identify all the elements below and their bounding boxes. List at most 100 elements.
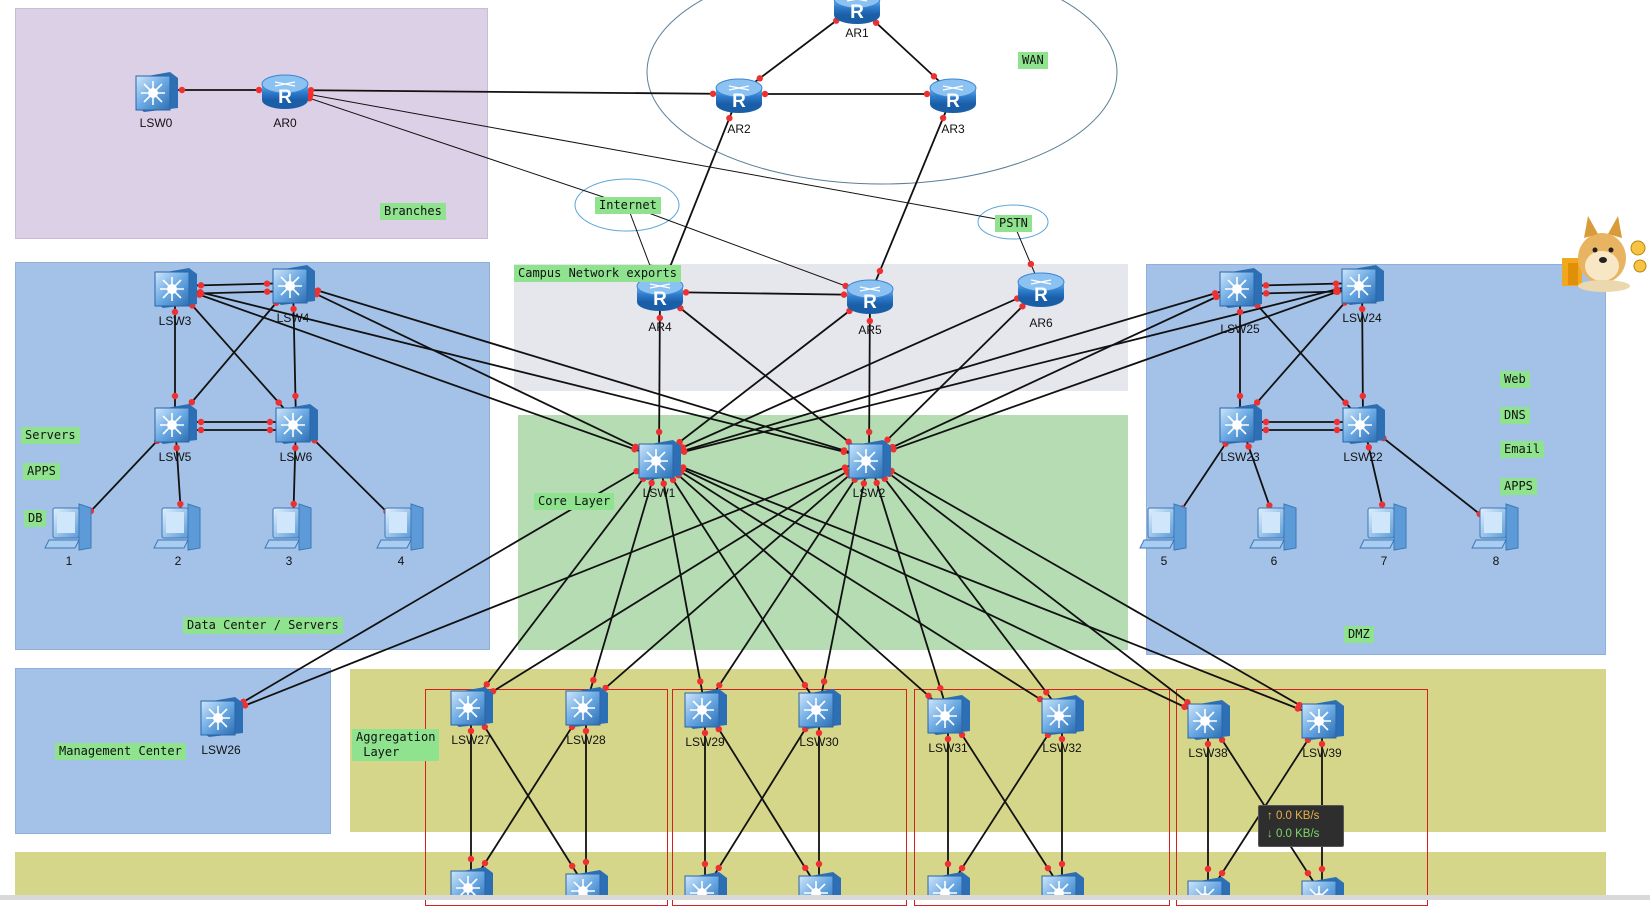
link-lsw2-lsw31[interactable] <box>868 457 949 714</box>
link-lsw24-lsw22[interactable] <box>1361 282 1364 423</box>
ar0-router-icon[interactable]: R <box>261 74 309 109</box>
link-lsw3-lsw1[interactable] <box>174 285 660 459</box>
link-lsw1-lsw29[interactable] <box>658 457 706 708</box>
pc-pc8-computer-icon[interactable] <box>1471 503 1519 551</box>
link-lsw24-lsw23[interactable] <box>1239 282 1363 423</box>
node-label: LSW24 <box>1342 311 1382 325</box>
lsw5-switch-icon[interactable] <box>154 404 197 444</box>
lsw0-switch-icon[interactable] <box>135 72 178 112</box>
pc-pc7-computer-icon[interactable] <box>1359 503 1407 551</box>
ar2-router-icon[interactable]: R <box>715 78 763 113</box>
link-lsw25-lsw1[interactable] <box>658 285 1241 459</box>
port-dot <box>1236 392 1244 400</box>
lsw32-switch-icon[interactable] <box>1041 695 1084 735</box>
lsw6-switch-icon[interactable] <box>275 404 318 444</box>
link-ar4-ar5[interactable] <box>659 291 871 296</box>
port-dot <box>1358 305 1366 313</box>
lsw27-switch-icon[interactable] <box>450 687 493 727</box>
pc-pc4-computer-icon[interactable] <box>376 503 424 551</box>
link-ar0-ar2[interactable] <box>284 89 740 95</box>
link-ar5-lsw1[interactable] <box>658 294 871 459</box>
lsw38-switch-icon[interactable] <box>1187 700 1230 740</box>
link-lsw4-lsw2[interactable] <box>292 282 870 459</box>
pc-pc3-computer-icon[interactable] <box>264 503 312 551</box>
link-lsw2-lsw39[interactable] <box>868 457 1323 719</box>
db-tag: DB <box>24 510 47 527</box>
link-lsw2-lsw27[interactable] <box>470 457 870 706</box>
link-ar6-lsw2[interactable] <box>868 287 1042 459</box>
lsw30-switch-icon[interactable] <box>798 689 841 729</box>
pc-pc5-computer-icon[interactable] <box>1139 503 1187 551</box>
link-lsw2-lsw30[interactable] <box>818 457 870 708</box>
node-label: LSW28 <box>566 733 606 747</box>
link-lsw1-lsw28[interactable] <box>585 457 660 706</box>
link-lsw1-lsw38[interactable] <box>658 457 1209 719</box>
upload-speed: ↑ 0.0 KB/s <box>1267 810 1320 822</box>
doge-mascot-icon[interactable] <box>1558 208 1650 292</box>
node-label: AR0 <box>273 116 297 130</box>
ar3-router-icon[interactable]: R <box>929 78 977 113</box>
wan-cloud[interactable] <box>646 0 1118 185</box>
link-lsw2-lsw32[interactable] <box>868 457 1063 714</box>
lsw4-switch-icon[interactable] <box>272 265 315 305</box>
lsw1-switch-icon[interactable] <box>638 440 681 480</box>
port-dot <box>292 392 299 400</box>
port-dot <box>709 90 717 97</box>
lsw24-switch-icon[interactable] <box>1341 265 1384 305</box>
pc-pc6-computer-icon[interactable] <box>1249 503 1297 551</box>
link-ar2-ar4[interactable] <box>659 93 740 293</box>
link-lsw1-lsw32[interactable] <box>658 457 1063 714</box>
link-lsw4-lsw6[interactable] <box>292 282 297 423</box>
pc-pc2-computer-icon[interactable] <box>153 503 201 551</box>
link-internet-ar5[interactable] <box>626 204 871 296</box>
link-lsw4-lsw5[interactable] <box>174 282 294 423</box>
link-ar0-internet[interactable] <box>284 89 628 206</box>
lsw28-switch-icon[interactable] <box>565 687 608 727</box>
lsw31-switch-icon[interactable] <box>927 695 970 735</box>
lsw26-switch-icon[interactable] <box>200 697 243 737</box>
svg-text:R: R <box>946 91 960 112</box>
ar1-router-icon[interactable]: R <box>833 0 881 24</box>
lsw25-switch-icon[interactable] <box>1219 268 1262 308</box>
link-lsw24-lsw2[interactable] <box>868 282 1363 459</box>
ar4-router-icon[interactable]: R <box>636 276 684 311</box>
ar5-router-icon[interactable]: R <box>846 279 894 314</box>
link-lsw32-b5[interactable] <box>947 712 1063 891</box>
link-ar6-lsw1[interactable] <box>658 287 1042 459</box>
link-lsw1-lsw30[interactable] <box>658 457 820 708</box>
port-dot <box>801 681 809 689</box>
link-lsw28-b1[interactable] <box>470 704 587 886</box>
network-speed-widget[interactable]: ↑ 0.0 KB/s ↓ 0.0 KB/s <box>1258 805 1344 847</box>
pc-pc1-computer-icon[interactable] <box>44 503 92 551</box>
port-dot <box>860 480 868 487</box>
link-lsw25-lsw2[interactable] <box>868 285 1241 459</box>
link-lsw30-b3[interactable] <box>704 706 820 891</box>
lsw3-switch-icon[interactable] <box>154 268 197 308</box>
link-lsw1-lsw31[interactable] <box>658 457 949 714</box>
link-lsw2-lsw26[interactable] <box>220 457 870 716</box>
port-dot <box>197 282 205 289</box>
link-ar3-ar5[interactable] <box>869 93 954 296</box>
ar6-router-icon[interactable]: R <box>1017 272 1065 307</box>
lsw29-switch-icon[interactable] <box>684 689 727 729</box>
link-lsw4-lsw1[interactable] <box>292 282 660 459</box>
port-dot <box>802 864 809 872</box>
link-lsw2-lsw28[interactable] <box>585 457 870 706</box>
link-lsw1-lsw39[interactable] <box>658 457 1323 719</box>
node-label: LSW30 <box>799 735 839 749</box>
link-lsw24-lsw1[interactable] <box>658 282 1363 459</box>
link-lsw1-lsw27[interactable] <box>470 457 660 706</box>
link-lsw2-lsw38[interactable] <box>868 457 1209 719</box>
port-dot <box>656 314 664 322</box>
lsw23-switch-icon[interactable] <box>1219 404 1262 444</box>
lsw2-switch-icon[interactable] <box>848 440 891 480</box>
link-lsw2-lsw29[interactable] <box>704 457 870 708</box>
link-ar4-lsw2[interactable] <box>659 291 870 459</box>
lsw22-switch-icon[interactable] <box>1342 404 1385 444</box>
lsw39-switch-icon[interactable] <box>1301 700 1344 740</box>
port-dot <box>676 438 683 446</box>
link-ar0-pstn[interactable] <box>284 89 1014 223</box>
link-lsw3-lsw6[interactable] <box>174 285 297 423</box>
node-label: LSW22 <box>1343 450 1383 464</box>
